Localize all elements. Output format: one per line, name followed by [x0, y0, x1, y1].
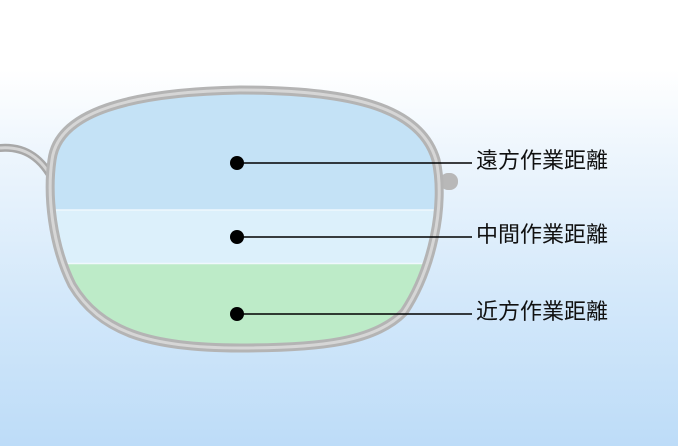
intermediate-dot — [230, 230, 244, 244]
intermediate-zone-label: 中間作業距離 — [476, 223, 609, 248]
near-dot — [230, 307, 244, 321]
far-dot — [230, 156, 244, 170]
far-zone-label: 遠方作業距離 — [476, 149, 609, 174]
hinge — [440, 173, 458, 190]
near-zone-label: 近方作業距離 — [476, 300, 609, 325]
